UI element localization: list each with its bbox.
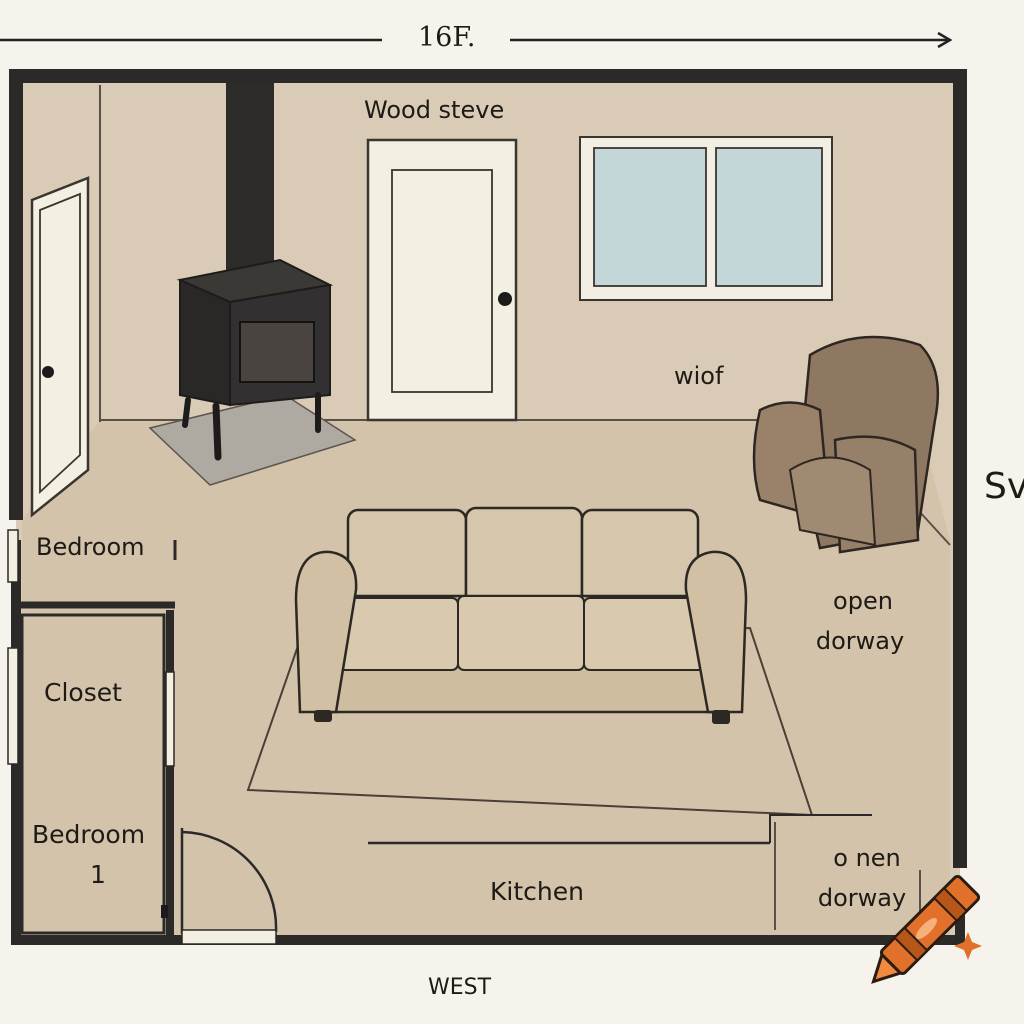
window-pane-left [593,147,707,287]
bedroom-1-label-line1: Bedroom [32,820,146,849]
stove-leg [182,397,191,428]
side-window-2 [7,647,19,765]
kitchen-wall-line [769,814,872,843]
crayon-icon [871,874,981,984]
west-label: WEST [428,975,492,1000]
left-door-knob[interactable] [42,366,54,378]
left-door[interactable] [30,176,90,518]
bedroom-1-label-line2: 1 [90,860,106,889]
closet-latch [161,905,168,918]
window-pane-right [715,147,823,287]
outer-wall [9,69,967,868]
dimension-arrow-head [937,31,953,49]
side-window-1 [7,529,19,583]
stove-leg [212,402,222,461]
window-note-label: wiof [674,362,724,390]
left-door-panel [39,192,81,495]
closet-door[interactable] [165,671,175,767]
open-doorway-2-line1: o nen [833,844,901,872]
wood-stove-label: Wood steve [364,96,505,124]
door-threshold [181,929,277,945]
closet-label: Closet [44,678,122,707]
sofa[interactable] [294,506,748,724]
stove-body [179,278,231,407]
armchair[interactable] [752,335,940,554]
center-door-knob[interactable] [498,292,512,306]
kitchen-label: Kitchen [490,877,584,906]
sparkle-icon [954,932,982,960]
floor-edge-right [917,509,951,546]
open-doorway-1-line2: dorway [815,627,905,655]
closet-outline [20,613,166,935]
dimension-label: 16F. [418,22,476,53]
open-doorway-1-line1: open [833,587,893,615]
stove-pipe [226,82,274,282]
center-door[interactable] [366,138,518,422]
center-door-panel [391,169,493,393]
stove-hearth [148,394,357,486]
door-swing-arc [181,830,278,933]
stove-window [239,321,315,383]
bedroom-label: Bedroom [36,533,145,561]
edge-text: Sv [984,466,1024,507]
open-doorway-2-line2: dorway [817,884,907,912]
